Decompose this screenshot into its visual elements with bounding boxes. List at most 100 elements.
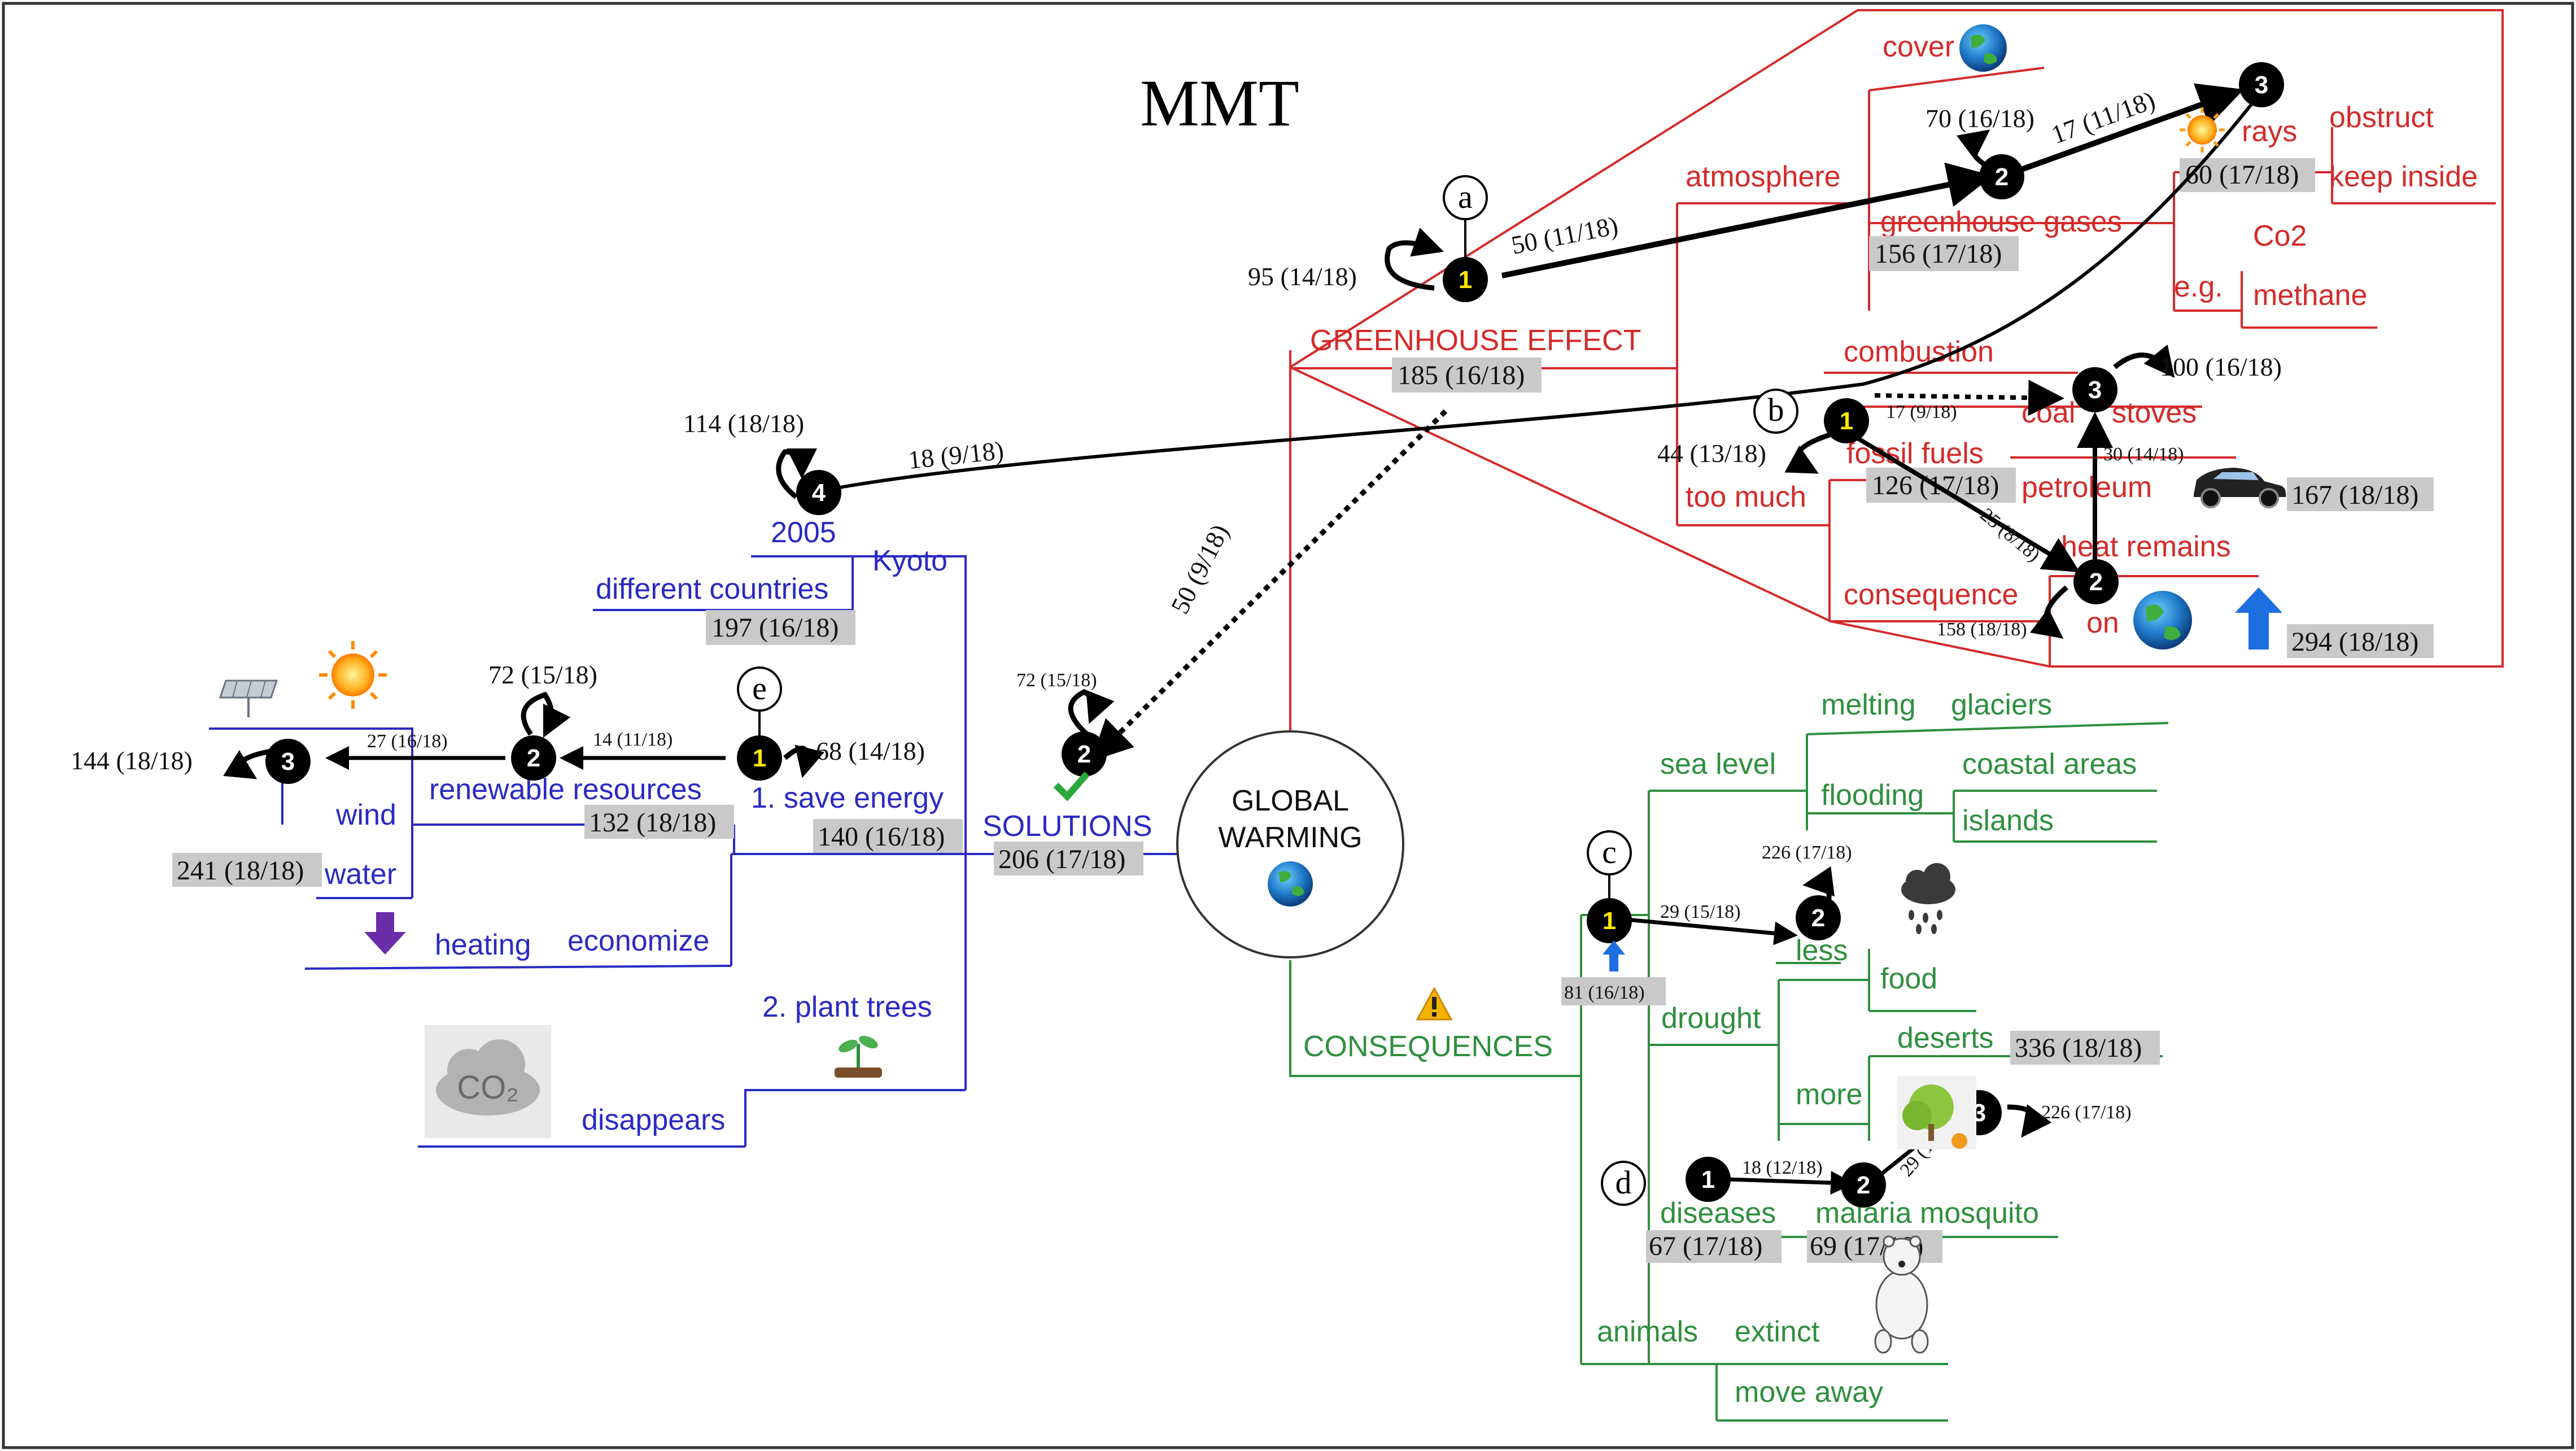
svg-text:1: 1: [1603, 907, 1616, 935]
svg-text:44 (13/18): 44 (13/18): [1657, 439, 1766, 468]
node-b-3: 3: [2072, 367, 2117, 412]
node-sol-2: 2: [1062, 731, 1107, 777]
svg-text:70 (16/18): 70 (16/18): [1926, 104, 2034, 133]
label-animals: animals: [1597, 1315, 1698, 1348]
svg-text:95 (14/18): 95 (14/18): [1248, 262, 1357, 291]
center-line-2: WARMING: [1218, 821, 1362, 854]
svg-text:2: 2: [1077, 740, 1091, 768]
earth-icon: [1959, 24, 2007, 72]
label-atmosphere: atmosphere: [1686, 160, 1841, 193]
letter-e: e: [752, 670, 767, 707]
label-islands: islands: [1962, 804, 2054, 837]
label-rays: rays: [2242, 115, 2297, 148]
label-extinct: extinct: [1735, 1315, 1820, 1348]
sun-icon: [2180, 107, 2225, 152]
node-a-3: 3: [2239, 62, 2284, 107]
score-different-countries: 197 (16/18): [706, 610, 855, 645]
label-coal: coal: [2021, 396, 2075, 429]
svg-text:167 (18/18): 167 (18/18): [2291, 480, 2418, 510]
label-economize: economize: [567, 925, 709, 957]
svg-text:206 (17/18): 206 (17/18): [998, 844, 1125, 874]
label-eg: e.g.: [2174, 271, 2223, 303]
label-kyoto: Kyoto: [872, 544, 948, 577]
score-greenhouse-effect: 185 (16/18): [1392, 358, 1542, 393]
letter-a: a: [1458, 178, 1473, 215]
score-fossil-fuels: 126 (17/18): [1866, 468, 2016, 503]
central-node: GLOBAL WARMING: [1176, 730, 1404, 958]
sun-icon: [319, 641, 387, 709]
score-renewable-resources: 132 (18/18): [584, 805, 734, 839]
label-fossil-fuels: fossil fuels: [1846, 437, 1984, 470]
node-a-1: 1: [1443, 257, 1488, 302]
svg-text:50 (9/18): 50 (9/18): [1165, 520, 1234, 618]
svg-text:67 (17/18): 67 (17/18): [1649, 1231, 1762, 1261]
step-nodes: 1 2 3 2 4 1 3 2 1 2 3 1 2 1 2 3: [265, 62, 2284, 1208]
label-sea-level: sea level: [1660, 748, 1776, 781]
label-drought: drought: [1661, 1002, 1761, 1035]
svg-text:294 (18/18): 294 (18/18): [2291, 627, 2418, 657]
node-c-2: 2: [1796, 895, 1841, 940]
svg-text:72 (15/18): 72 (15/18): [488, 660, 597, 689]
node-d-1: 1: [1686, 1157, 1731, 1202]
revisit-curls: [223, 129, 2175, 1138]
svg-text:27 (16/18): 27 (16/18): [367, 731, 448, 752]
svg-text:29 (15/18): 29 (15/18): [1660, 901, 1741, 922]
label-cover: cover: [1883, 30, 1954, 63]
svg-text:241 (18/18): 241 (18/18): [177, 856, 304, 886]
node-a-2: 2: [1979, 154, 2024, 199]
label-save-energy: 1. save energy: [751, 782, 944, 814]
node-e-2: 2: [511, 735, 556, 781]
down-arrow-icon: [364, 912, 406, 955]
score-save-energy: 140 (16/18): [813, 819, 963, 853]
svg-text:2: 2: [527, 744, 540, 772]
label-renewable-resources: renewable resources: [429, 773, 702, 806]
svg-text:60 (17/18): 60 (17/18): [2185, 160, 2299, 190]
label-obstruct: obstruct: [2329, 101, 2434, 134]
svg-text:1: 1: [1701, 1166, 1715, 1193]
svg-text:197 (16/18): 197 (16/18): [711, 613, 839, 643]
letter-b: b: [1768, 391, 1784, 428]
svg-text:30 (14/18): 30 (14/18): [2103, 444, 2184, 465]
score-water: 241 (18/18): [172, 853, 322, 887]
solar-panel-icon: [219, 679, 278, 717]
svg-text:156 (17/18): 156 (17/18): [1875, 239, 2002, 269]
label-2005: 2005: [771, 516, 836, 549]
svg-text:4: 4: [812, 479, 826, 507]
center-line-1: GLOBAL: [1232, 785, 1349, 817]
label-too-much: too much: [1686, 481, 1806, 513]
svg-text:132 (18/18): 132 (18/18): [589, 808, 716, 838]
node-e-3: 3: [265, 739, 311, 784]
svg-text:72 (15/18): 72 (15/18): [1016, 670, 1097, 691]
label-plant-trees: 2. plant trees: [762, 991, 932, 1023]
node-2005-4: 4: [796, 470, 841, 515]
svg-text:14 (11/18): 14 (11/18): [593, 729, 673, 750]
svg-text:3: 3: [2255, 71, 2268, 99]
svg-text:1: 1: [753, 744, 766, 772]
svg-text:1: 1: [1840, 407, 1853, 435]
svg-text:2: 2: [2089, 568, 2103, 596]
label-consequence: consequence: [1844, 578, 2018, 611]
label-coastal-areas: coastal areas: [1962, 748, 2137, 781]
checkmark-icon: [1053, 772, 1090, 801]
svg-text:114 (18/18): 114 (18/18): [683, 409, 804, 438]
node-e-1: 1: [737, 735, 782, 781]
label-flooding: flooding: [1821, 779, 1924, 812]
greenhouse-labels: cover atmosphere greenhouse gases rays o…: [1310, 30, 2478, 639]
earth-icon: [1268, 861, 1313, 907]
svg-text:18 (12/18): 18 (12/18): [1742, 1157, 1823, 1178]
label-consequences: CONSEQUENCES: [1303, 1030, 1553, 1063]
label-food: food: [1880, 962, 1937, 995]
svg-text:226 (17/18): 226 (17/18): [1762, 842, 1852, 863]
label-glaciers: glaciers: [1951, 689, 2052, 721]
label-petroleum: petroleum: [2021, 471, 2152, 504]
svg-text:226 (17/18): 226 (17/18): [2041, 1102, 2132, 1123]
score-solutions: 206 (17/18): [994, 842, 1143, 875]
svg-text:3: 3: [2088, 376, 2102, 404]
warning-icon: [1416, 986, 1453, 1021]
label-melting: melting: [1821, 689, 1916, 721]
path-arrows: [325, 83, 2258, 1195]
svg-text:100 (16/18): 100 (16/18): [2160, 352, 2282, 381]
label-on: on: [2086, 607, 2119, 639]
